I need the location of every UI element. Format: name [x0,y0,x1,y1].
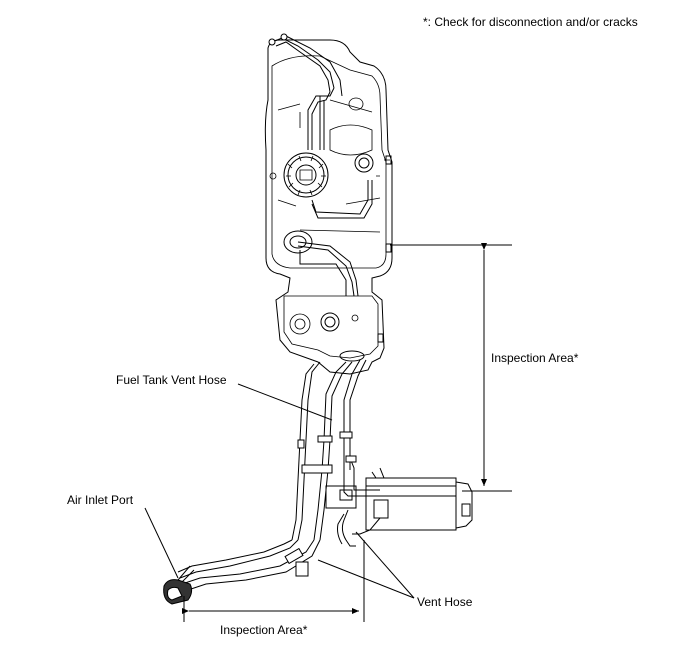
fuel-tank [264,39,393,375]
check-note: *: Check for disconnection and/or cracks [423,15,638,29]
air-inlet-port [163,579,193,605]
fuel-tank-vent-hose-label: Fuel Tank Vent Hose [116,373,227,387]
inspection-area-bottom-dimension [182,540,365,622]
vertical-hoses [291,359,380,541]
lower-hoses [177,539,321,591]
inspection-area-right-dimension [390,243,512,492]
tank-tubes [268,33,373,297]
leader-lines [144,383,415,599]
charcoal-canister [325,467,473,547]
vent-hose-label: Vent Hose [417,595,473,609]
fuel-pump-unit [283,152,329,198]
inspection-area-right-label: Inspection Area* [491,351,579,365]
inspection-area-bottom-label: Inspection Area* [220,623,308,637]
tank-ports [283,153,374,362]
air-inlet-port-label: Air Inlet Port [67,493,134,507]
